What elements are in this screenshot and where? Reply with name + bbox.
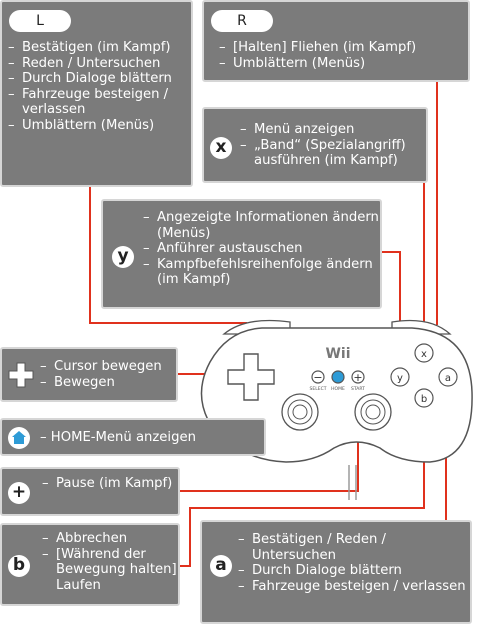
b-action-list: Abbrechen [Während der Bewegung halten] … xyxy=(42,531,178,593)
a-callout-box: a Bestätigen / Reden / Untersuchen Durch… xyxy=(200,520,472,624)
y-action-list: Angezeigte Informationen ändern (Menüs) … xyxy=(143,210,379,288)
home-text: – HOME-Menü anzeigen xyxy=(40,430,196,445)
b-button xyxy=(414,388,434,408)
l-action-list: Bestätigen (im Kampf) Reden / Untersuche… xyxy=(8,40,188,134)
svg-text:x: x xyxy=(421,349,427,360)
x-button-icon: x xyxy=(210,137,232,159)
x-action-list: Menü anzeigen „Band“ (Spezialangriff) au… xyxy=(240,122,424,169)
l-item: Reden / Untersuchen xyxy=(8,56,188,72)
a-item: Fahrzeuge besteigen / verlassen xyxy=(238,579,468,595)
x-item: „Band“ (Spezialangriff) ausführen (im Ka… xyxy=(240,138,424,169)
l-item: Umblättern (Menüs) xyxy=(8,118,188,134)
b-callout-box: b Abbrechen [Während der Bewegung halten… xyxy=(0,523,180,606)
y-item: Angezeigte Informationen ändern (Menüs) xyxy=(143,210,379,241)
home-callout-box: – HOME-Menü anzeigen xyxy=(0,418,266,456)
home-icon xyxy=(8,427,30,449)
l-item: Bestätigen (im Kampf) xyxy=(8,40,188,56)
wii-logo: Wii xyxy=(325,346,350,362)
plus-callout-box: + Pause (im Kampf) xyxy=(0,467,180,516)
l-item: Durch Dialoge blättern xyxy=(8,71,188,87)
y-callout-box: y Angezeigte Informationen ändern (Menüs… xyxy=(101,199,382,309)
x-callout-box: x Menü anzeigen „Band“ (Spezialangriff) … xyxy=(202,107,428,183)
y-button-icon: y xyxy=(112,246,134,268)
x-button xyxy=(414,343,434,363)
a-item: Durch Dialoge blättern xyxy=(238,563,468,579)
b-button-icon: b xyxy=(8,555,30,577)
x-item: Menü anzeigen xyxy=(240,122,424,138)
y-button xyxy=(390,367,410,387)
plus-button xyxy=(351,370,365,384)
r-button-pill: R xyxy=(211,10,273,32)
l-item: Fahrzeuge besteigen / verlassen xyxy=(8,87,188,118)
r-action-list: [Halten] Fliehen (im Kampf) Umblättern (… xyxy=(219,40,464,71)
dpad-item: Cursor bewegen xyxy=(40,359,176,375)
plus-action-list: Pause (im Kampf) xyxy=(42,476,176,492)
a-button-icon: a xyxy=(210,555,232,577)
a-item: Bestätigen / Reden / Untersuchen xyxy=(238,532,468,563)
plus-button-icon: + xyxy=(8,482,30,504)
a-action-list: Bestätigen / Reden / Untersuchen Durch D… xyxy=(238,532,468,594)
b-connector xyxy=(180,408,425,567)
dpad-callout-box: Cursor bewegen Bewegen xyxy=(0,347,178,402)
home-label: HOME xyxy=(331,386,345,392)
r-item: [Halten] Fliehen (im Kampf) xyxy=(219,40,464,56)
b-item: Abbrechen xyxy=(42,531,178,547)
r-item: Umblättern (Menüs) xyxy=(219,56,464,72)
controller-dpad xyxy=(227,353,275,401)
minus-button xyxy=(311,370,325,384)
svg-text:a: a xyxy=(445,373,451,384)
select-label: SELECT xyxy=(310,386,327,392)
plus-symbol: + xyxy=(353,371,362,384)
home-button xyxy=(331,370,345,384)
dpad-action-list: Cursor bewegen Bewegen xyxy=(40,359,176,390)
svg-text:y: y xyxy=(397,373,403,384)
controller-body xyxy=(200,327,473,463)
b-item: [Während der Bewegung halten] Laufen xyxy=(42,547,178,594)
a-button xyxy=(438,367,458,387)
plus-item: Pause (im Kampf) xyxy=(42,476,176,492)
dpad-item: Bewegen xyxy=(40,375,176,391)
y-item: Anführer austauschen xyxy=(143,241,379,257)
dpad-icon xyxy=(8,362,34,388)
minus-symbol: − xyxy=(313,371,322,384)
y-item: Kampfbefehlsreihenfolge ändern (im Kampf… xyxy=(143,257,379,288)
l-callout-box: L Bestätigen (im Kampf) Reden / Untersuc… xyxy=(0,0,193,187)
r-callout-box: R [Halten] Fliehen (im Kampf) Umblättern… xyxy=(202,0,470,82)
start-label: START xyxy=(351,386,365,392)
svg-text:b: b xyxy=(421,394,427,405)
l-button-pill: L xyxy=(9,10,71,32)
